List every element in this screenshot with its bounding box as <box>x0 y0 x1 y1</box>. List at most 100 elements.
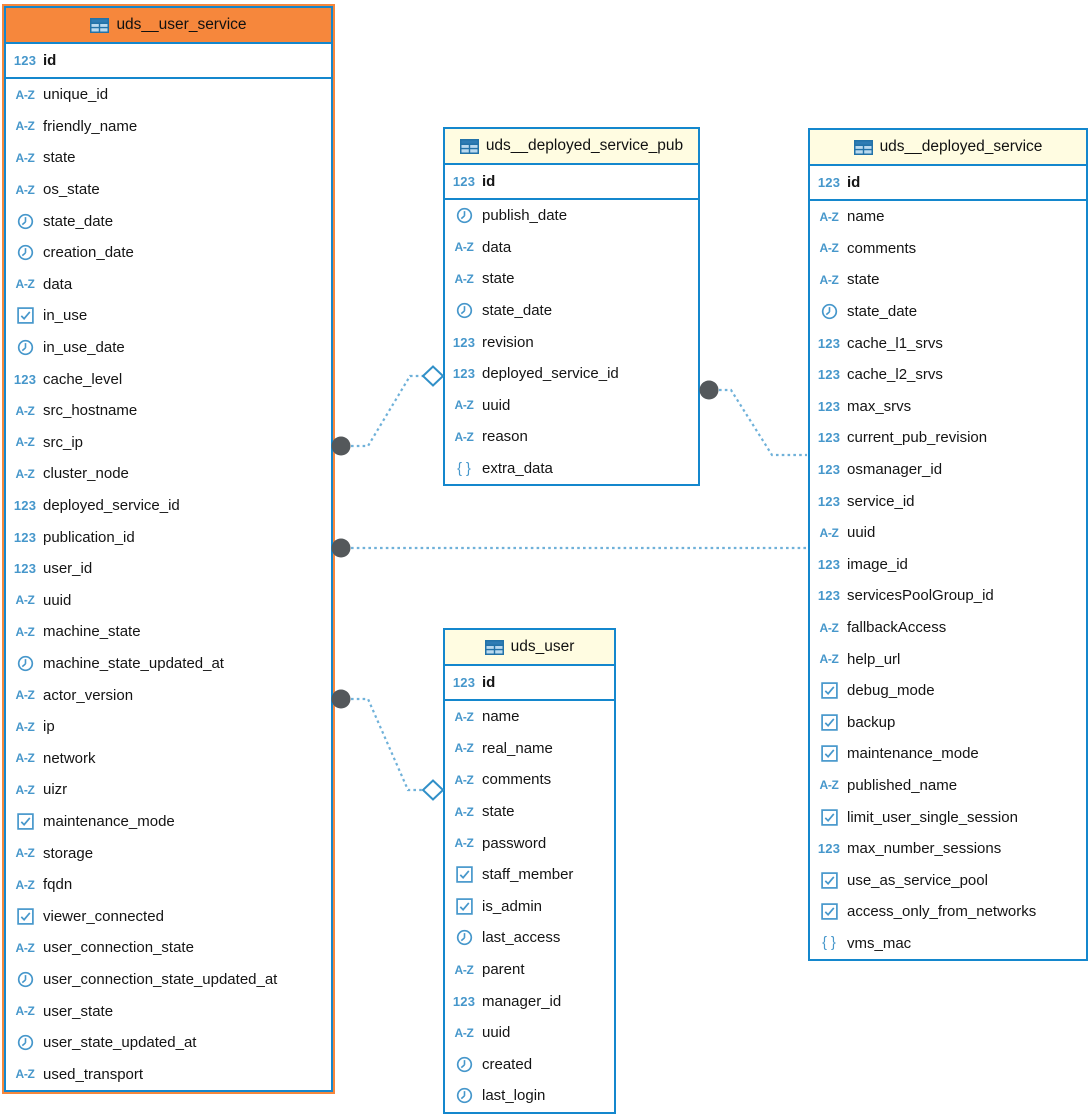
string-type-icon: A-Z <box>819 525 839 540</box>
field-row[interactable]: use_as_service_pool <box>810 864 1086 896</box>
field-row[interactable]: { }extra_data <box>445 453 698 485</box>
field-row[interactable]: in_use <box>6 300 331 332</box>
field-row[interactable]: last_login <box>445 1080 614 1112</box>
field-row[interactable]: created <box>445 1049 614 1081</box>
field-row[interactable]: last_access <box>445 922 614 954</box>
field-row[interactable]: state_date <box>445 295 698 327</box>
table-header[interactable]: uds_user <box>445 630 614 666</box>
field-row[interactable]: maintenance_mode <box>6 806 331 838</box>
field-name: limit_user_single_session <box>847 808 1018 826</box>
string-type-icon: A-Z <box>819 652 839 667</box>
field-row[interactable]: in_use_date <box>6 332 331 364</box>
string-type-icon: A-Z <box>15 751 35 766</box>
field-row[interactable]: maintenance_mode <box>810 738 1086 770</box>
field-row[interactable]: publish_date <box>445 200 698 232</box>
field-row[interactable]: debug_mode <box>810 675 1086 707</box>
field-row[interactable]: { }vms_mac <box>810 928 1086 960</box>
field-row[interactable]: user_state_updated_at <box>6 1027 331 1059</box>
braces-type-icon: { } <box>822 935 836 952</box>
field-row[interactable]: state_date <box>810 296 1086 328</box>
table-header[interactable]: uds__deployed_service_pub <box>445 129 698 165</box>
string-type-icon: A-Z <box>454 240 474 255</box>
field-row[interactable]: state_date <box>6 205 331 237</box>
field-row[interactable]: machine_state_updated_at <box>6 648 331 680</box>
field-row[interactable]: is_admin <box>445 891 614 923</box>
field-row[interactable]: creation_date <box>6 237 331 269</box>
table-header[interactable]: uds__user_service <box>6 8 331 44</box>
field-row[interactable]: access_only_from_networks <box>810 896 1086 928</box>
field-row[interactable]: limit_user_single_session <box>810 801 1086 833</box>
number-type-icon: 123 <box>13 498 37 514</box>
field-row[interactable]: user_connection_state_updated_at <box>6 964 331 996</box>
string-type-icon: A-Z <box>819 778 839 793</box>
field-row[interactable]: staff_member <box>445 859 614 891</box>
field-row[interactable]: backup <box>810 707 1086 739</box>
table-header[interactable]: uds__deployed_service <box>810 130 1086 166</box>
field-name: last_login <box>482 1087 546 1105</box>
number-type-icon: 123 <box>817 556 841 572</box>
field-row[interactable]: viewer_connected <box>6 900 331 932</box>
